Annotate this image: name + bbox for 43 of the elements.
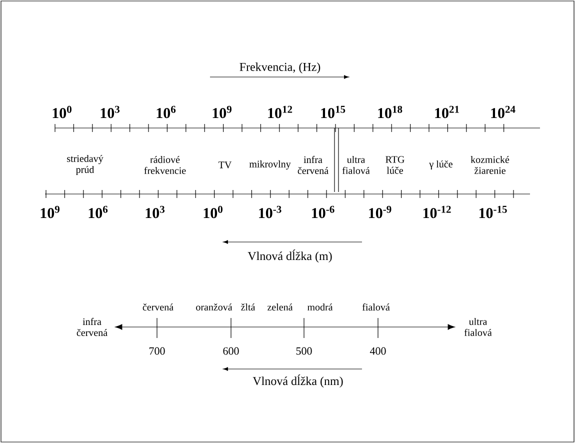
band-label: striedavý prúd	[67, 154, 104, 176]
tick-label: 10$^{6}$	[88, 206, 108, 218]
color-label: žltá	[241, 303, 256, 311]
band-label: ultra fialová	[342, 156, 370, 174]
tick-label: 10$^{15}$	[321, 106, 346, 118]
band-label: TV	[218, 162, 232, 168]
tick-label: 10$^{-9}$	[369, 206, 392, 218]
color-label: červená	[142, 303, 174, 311]
color-label: zelená	[268, 303, 293, 311]
tick-label: 10$^{-12}$	[423, 206, 451, 218]
band-label: mikrovlny	[249, 160, 291, 170]
number-label: 500	[296, 347, 312, 355]
tick-label: 10$^{-6}$	[312, 206, 334, 218]
tick-label: 10$^{3}$	[146, 206, 165, 218]
number-label: 400	[370, 347, 386, 355]
color-label: oranžová	[196, 303, 232, 311]
band-label: γ lúče	[429, 160, 452, 170]
tick-label: 10$^{18}$	[378, 106, 402, 118]
band-label: infra červená	[298, 156, 328, 174]
tick-label: 10$^{0}$	[52, 106, 72, 118]
color-label: fialová	[362, 303, 390, 311]
tick-label: 10$^{6}$	[156, 106, 176, 118]
tick-label: 10$^{21}$	[435, 106, 459, 118]
side-label: infra červená	[76, 318, 108, 336]
tick-label: 10$^{-15}$	[479, 206, 507, 218]
number-label: 600	[223, 347, 239, 355]
axis-title: Frekvencia, (Hz)	[240, 62, 320, 74]
band-label: rádiové frekvencie	[144, 156, 186, 174]
axis-title: Vlnová dĺžka (m)	[248, 249, 332, 263]
axis-title: Vlnová dĺžka (nm)	[252, 374, 343, 388]
color-label: modrá	[307, 303, 333, 311]
tick-label: 10$^{9}$	[212, 106, 232, 118]
tick-label: 10$^{0}$	[204, 206, 222, 218]
tick-label: 10$^{24}$	[491, 106, 516, 118]
tick-label: 10$^{12}$	[268, 106, 292, 118]
tick-label: 10$^{9}$	[40, 206, 60, 218]
double-arrow	[115, 324, 455, 330]
tick-label: 10$^{-3}$	[259, 206, 282, 218]
number-label: 700	[149, 347, 165, 355]
band-label: kozmické žiarenie	[470, 156, 510, 174]
band-label: RTG lúče	[386, 156, 404, 174]
tick-label: 10$^{3}$	[100, 106, 120, 118]
side-label: ultra fialová	[464, 318, 492, 336]
